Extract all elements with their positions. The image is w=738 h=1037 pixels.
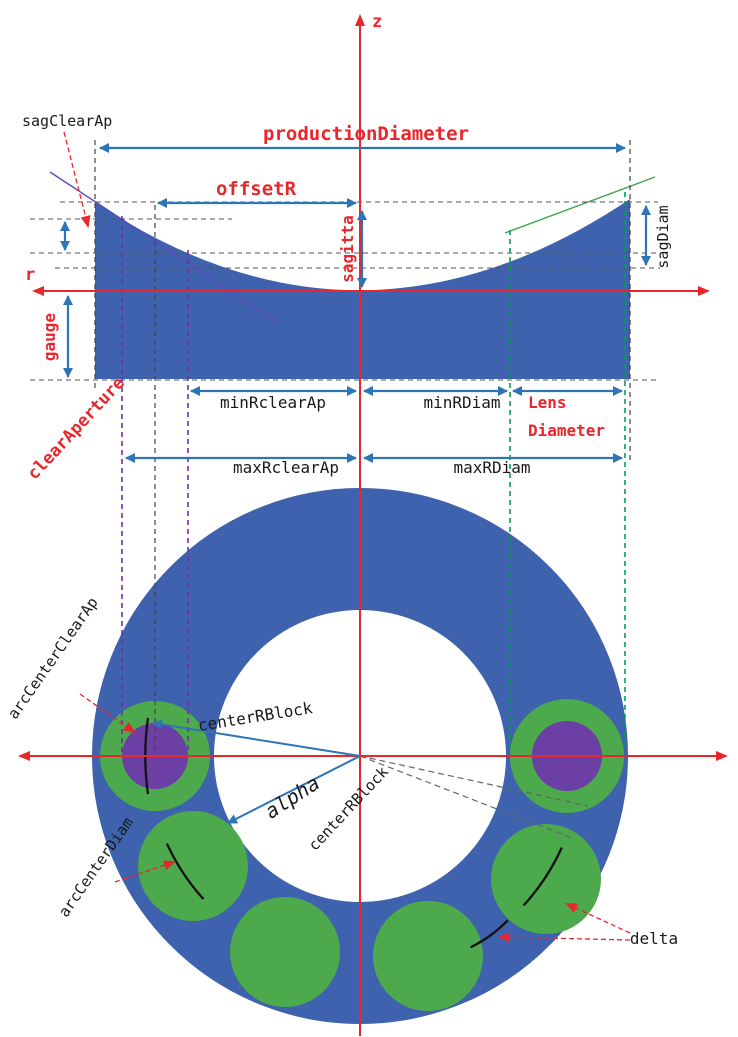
sag-diam-label: sagDiam xyxy=(654,205,672,268)
alpha-label: alpha xyxy=(260,771,324,824)
lens-diameter-label-line1: Lens xyxy=(528,393,567,412)
delta-ray-upper xyxy=(359,755,589,807)
delta-ray-lower xyxy=(359,755,573,839)
sag-clear-ap-label: sagClearAp xyxy=(22,112,112,130)
delta-label: delta xyxy=(630,929,678,948)
min-r-diam-label: minRDiam xyxy=(423,393,500,412)
pointer-delta-bottom xyxy=(498,932,631,943)
arc-center-clear-ap-label: arcCenterClearAp xyxy=(4,594,102,723)
tangent-line-clear-aperture xyxy=(49,171,279,323)
gauge-label: gauge xyxy=(40,313,59,361)
lens-seat-circle-lower-right xyxy=(491,824,601,934)
max-r-clear-ap-label: maxRclearAp xyxy=(233,458,339,477)
lens-seat-circle-lower-left xyxy=(138,811,248,921)
lens-seat-circle-bottom-left xyxy=(230,897,340,1007)
max-r-diam-label: maxRDiam xyxy=(453,458,530,477)
lens-diameter-label-line2: Diameter xyxy=(528,421,605,440)
center-r-block-line-lower xyxy=(227,755,361,824)
center-r-block-line-upper xyxy=(152,719,361,757)
surface-extension-right xyxy=(504,176,656,234)
production-diameter-label: productionDiameter xyxy=(263,123,469,145)
lens-cross-section-body xyxy=(95,199,630,379)
lens-seat-circle-bottom-right xyxy=(373,901,483,1011)
pointer-delta-right xyxy=(565,903,631,934)
r-axis-label: r xyxy=(25,265,35,285)
sagitta-label: sagitta xyxy=(338,215,357,282)
arc-center-diam-arc xyxy=(165,843,205,900)
delta-arc-right xyxy=(522,847,563,907)
pointer-arc-center-clear-ap xyxy=(79,693,136,734)
clear-aperture-label: clearAperture xyxy=(24,373,129,484)
pointer-arc-center-diam xyxy=(114,860,176,883)
offset-r-label: offsetR xyxy=(216,178,297,200)
pointer-sag-clear-ap xyxy=(63,131,91,228)
min-r-clear-ap-label: minRclearAp xyxy=(220,393,326,412)
z-axis-label: z xyxy=(372,12,382,32)
delta-arc-bottom xyxy=(469,919,509,949)
